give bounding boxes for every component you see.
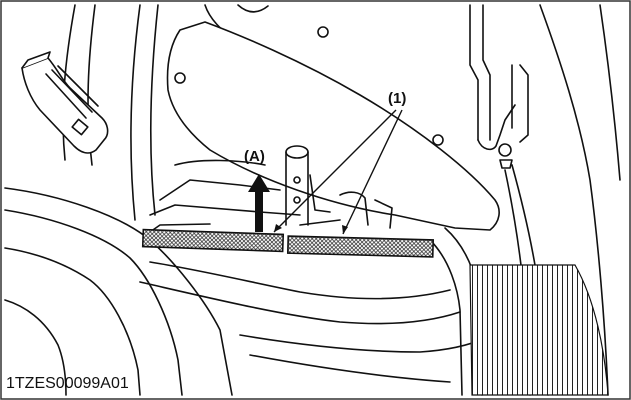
- filter-right: [286, 235, 435, 258]
- floor-mat: [469, 264, 609, 396]
- up-arrow-icon: [248, 174, 270, 232]
- image-code: 1TZES00099A01: [6, 375, 129, 392]
- filter-left: [141, 228, 285, 253]
- callout-part-label: (1): [388, 90, 407, 107]
- cover-panel: [166, 21, 500, 231]
- leader-line-left: [273, 109, 397, 233]
- leader-line-right: [342, 109, 403, 235]
- callout-direction-label: (A): [244, 148, 265, 165]
- right-rod: [469, 4, 479, 141]
- bolt-head: [285, 145, 309, 159]
